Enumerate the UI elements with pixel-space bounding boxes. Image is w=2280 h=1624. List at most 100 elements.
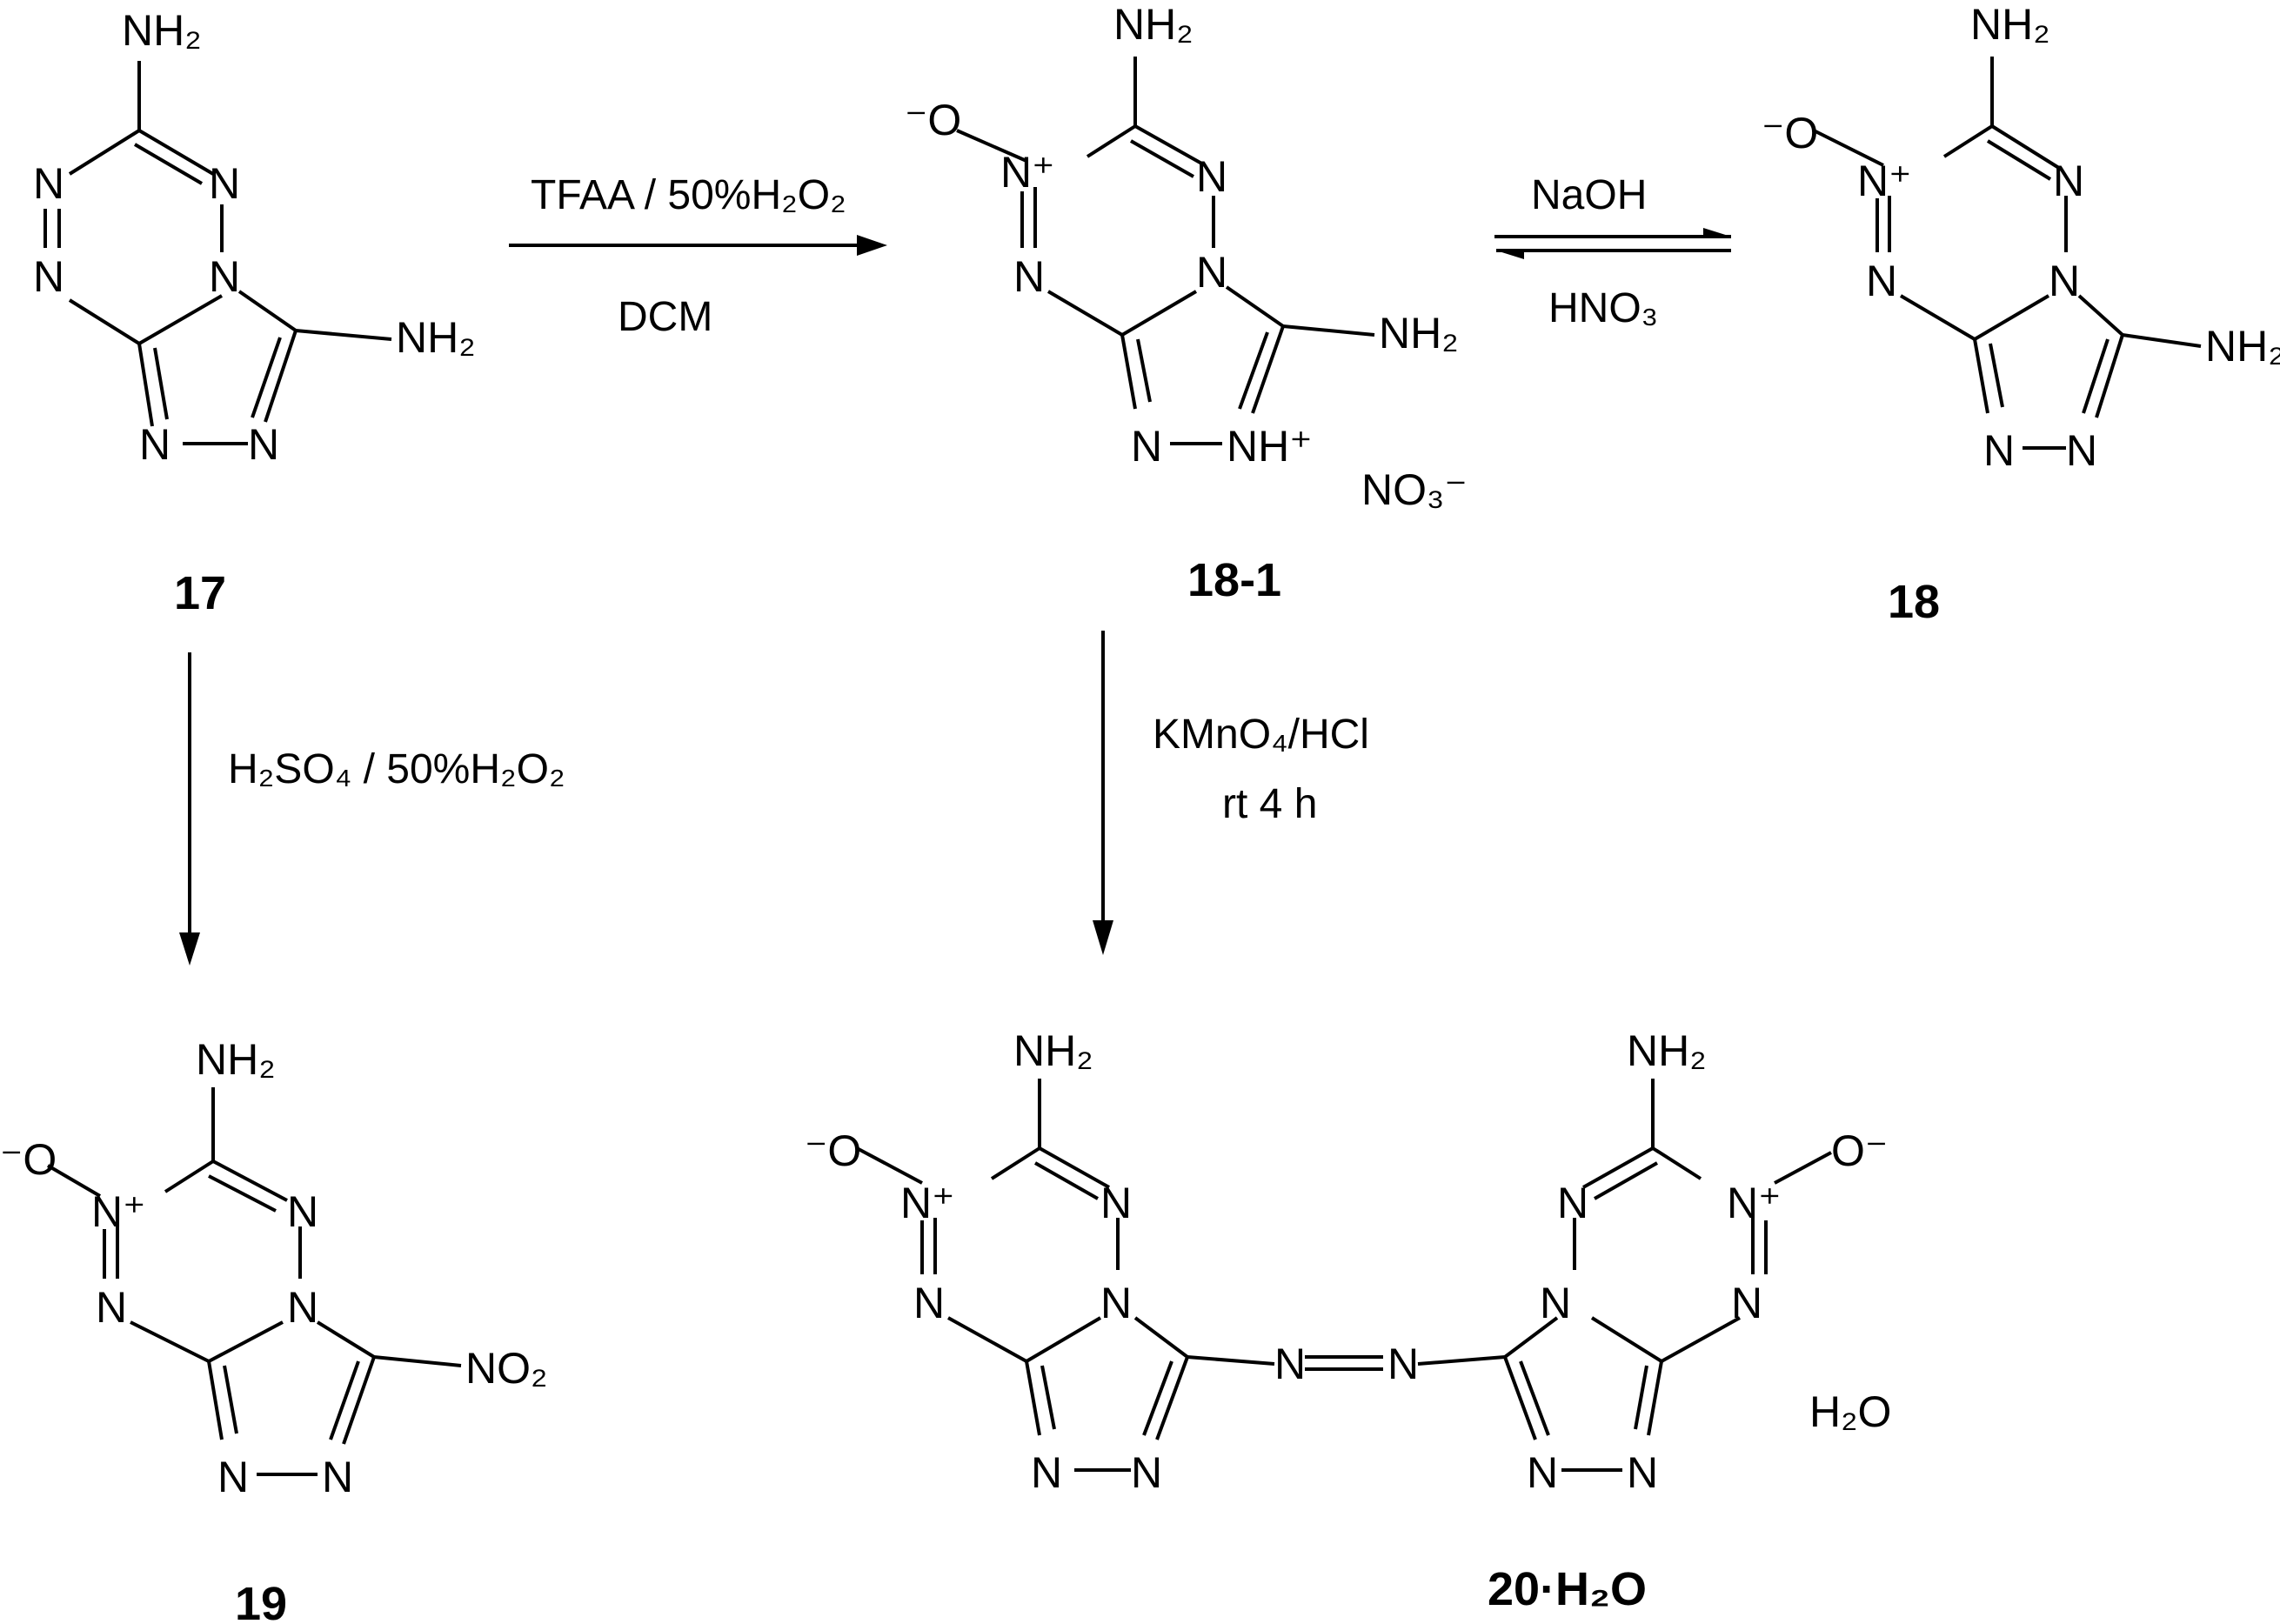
- bond: [1634, 1365, 1648, 1430]
- bond: [1582, 1146, 1654, 1189]
- compound-label-18: 18: [1888, 576, 1940, 628]
- oxide-oxygen: ⁻O: [0, 1135, 57, 1184]
- amine-group: NH₂: [396, 313, 476, 362]
- bond: [1973, 294, 2050, 341]
- amine-group: NH₂: [1970, 0, 2050, 49]
- arrow-17-to-19: H₂SO₄ / 50%H₂O₂: [179, 652, 565, 966]
- nitrogen-atom: N: [322, 1453, 353, 1501]
- bond: [373, 1355, 462, 1367]
- amine-group: NH₂: [122, 6, 202, 55]
- protonated-nitrogen: NH⁺: [1227, 422, 1313, 471]
- bond: [2082, 338, 2110, 414]
- bond: [207, 1360, 224, 1440]
- amine-group: NH₂: [2205, 322, 2280, 371]
- bond: [1594, 1161, 1658, 1200]
- bond: [1942, 124, 1994, 158]
- bond: [316, 1320, 376, 1359]
- bond: [1034, 1161, 1099, 1200]
- nitrogen-atom: N: [2053, 157, 2084, 205]
- bond: [947, 1316, 1027, 1363]
- bond: [2122, 333, 2202, 348]
- bond: [1973, 338, 1989, 414]
- arrow-head: [179, 932, 200, 966]
- nitrogen-atom: N: [1131, 1448, 1162, 1497]
- n-oxide-nitrogen: N⁺: [1857, 157, 1912, 205]
- bond: [1039, 1146, 1110, 1189]
- n-oxide-nitrogen: N⁺: [1727, 1179, 1782, 1227]
- bond: [1046, 290, 1124, 337]
- nitrogen-atom: N: [139, 420, 170, 469]
- nitrogen-atom: N: [248, 420, 279, 469]
- nitro-group: NO₂: [465, 1344, 547, 1393]
- bond: [208, 1174, 277, 1213]
- reagent-label: H₂SO₄ / 50%H₂O₂: [228, 746, 565, 792]
- oxide-oxygen: ⁻O: [1762, 109, 1818, 157]
- bond: [956, 129, 1027, 163]
- bond: [2077, 294, 2124, 337]
- nitrogen-atom: N: [2049, 257, 2080, 305]
- nitrogen-atom: N: [33, 252, 64, 301]
- nitrogen-atom: N: [1866, 257, 1897, 305]
- bond: [68, 129, 141, 176]
- nitrogen-atom: N: [287, 1187, 318, 1236]
- arrow-17-to-18-1: TFAA / 50%H₂O₂ DCM: [509, 172, 887, 340]
- bond: [1647, 1360, 1663, 1436]
- nitrogen-atom: N: [209, 159, 240, 208]
- nitrogen-atom: N: [913, 1279, 945, 1327]
- nitrogen-atom: N: [1627, 1448, 1658, 1497]
- bond: [990, 1146, 1041, 1180]
- bond: [1136, 338, 1152, 403]
- bond: [1133, 1316, 1189, 1359]
- arrow-head: [1093, 920, 1113, 955]
- nitrogen-atom: N: [2066, 426, 2097, 475]
- bond: [208, 1320, 284, 1363]
- reagent-label: DCM: [618, 294, 712, 340]
- arrow-head: [857, 235, 887, 256]
- bond: [1187, 1355, 1275, 1366]
- bond: [1086, 124, 1137, 158]
- oxide-oxygen: O⁻: [1831, 1126, 1888, 1175]
- amine-group: NH₂: [196, 1035, 276, 1084]
- nitrate-counterion: NO₃⁻: [1361, 465, 1468, 514]
- bond: [1899, 294, 1976, 341]
- bond: [137, 129, 215, 176]
- bond: [342, 1356, 376, 1445]
- bond: [133, 143, 204, 185]
- bond: [1503, 1316, 1559, 1359]
- bond: [1155, 1356, 1189, 1440]
- bond: [1590, 1316, 1663, 1363]
- molecule-19: NH₂ ⁻O N⁺ N N N N N NO₂ 19: [0, 1035, 547, 1624]
- nitrogen-atom: N: [1031, 1448, 1062, 1497]
- bond: [1651, 1146, 1702, 1180]
- azo-nitrogen: N: [1274, 1340, 1306, 1388]
- bond: [1519, 1360, 1550, 1436]
- bond: [1990, 124, 2063, 171]
- bond: [130, 1320, 210, 1363]
- bond: [1661, 1316, 1741, 1363]
- bond: [46, 1164, 102, 1198]
- bond: [212, 1160, 288, 1202]
- equilibrium-18-1-to-18: NaOH HNO₃: [1494, 172, 1731, 331]
- molecule-18: NH₂ ⁻O N⁺ N N N N N NH₂ 18: [1762, 0, 2280, 628]
- nitrogen-atom: N: [96, 1283, 127, 1332]
- reagent-label: HNO₃: [1548, 285, 1658, 331]
- nitrogen-atom: N: [287, 1283, 318, 1332]
- nitrogen-atom: N: [1013, 252, 1045, 301]
- bond: [237, 290, 298, 332]
- nitrogen-atom: N: [1100, 1279, 1132, 1327]
- reagent-label: TFAA / 50%H₂O₂: [531, 172, 846, 218]
- water-molecule: H₂O: [1809, 1387, 1891, 1436]
- nitrogen-atom: N: [1196, 152, 1227, 201]
- n-oxide-nitrogen: N⁺: [1000, 148, 1055, 197]
- reagent-label: KMnO₄/HCl: [1153, 712, 1369, 758]
- nitrogen-atom: N: [1983, 426, 2015, 475]
- bond: [68, 298, 141, 345]
- nitrogen-atom: N: [1196, 248, 1227, 297]
- bond: [1130, 139, 1194, 178]
- molecule-18-1: NH₂ ⁻O N⁺ N N N N NH⁺ NH₂ NO₃⁻ 18-1: [905, 0, 1468, 606]
- compound-label-18-1: 18-1: [1187, 554, 1281, 606]
- bond: [223, 1365, 238, 1434]
- nitrogen-atom: N: [1100, 1179, 1132, 1227]
